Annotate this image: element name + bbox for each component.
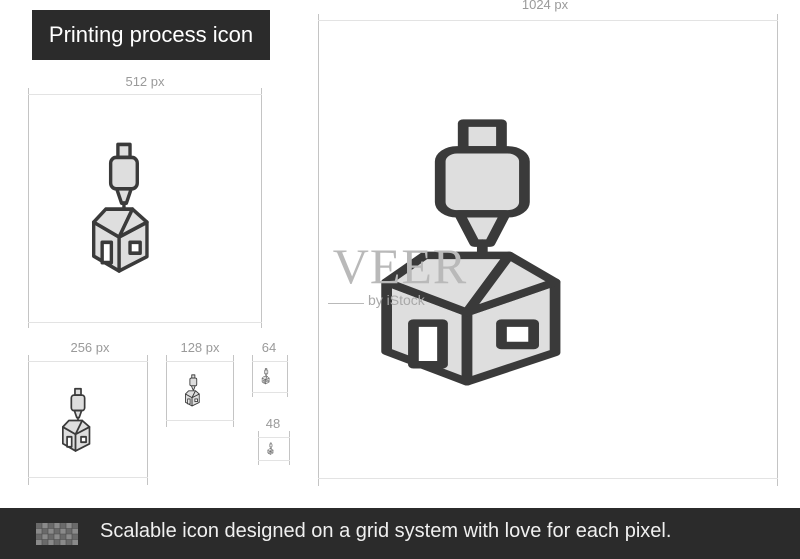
frame-48-top-line [258, 437, 290, 438]
frame-1024 [318, 14, 778, 486]
frame-128 [166, 355, 234, 427]
printing-process-icon-256 [58, 363, 120, 475]
frame-128-top-line [166, 361, 234, 362]
frame-256-top-line [28, 361, 148, 362]
footer-bar: Scalable icon designed on a grid system … [0, 508, 800, 559]
frame-1024-top-line [318, 20, 778, 21]
size-label-128: 128 px [180, 340, 220, 355]
watermark-sub-row: by iStock [322, 292, 478, 312]
printing-process-icon-48 [267, 438, 279, 459]
printing-process-icon-512 [84, 92, 208, 320]
watermark-sub: by iStock [368, 292, 425, 308]
pixel-grid-icon [36, 523, 78, 545]
frame-64 [252, 355, 288, 397]
frame-64-bottom-line [252, 392, 288, 393]
frame-512-top-line [28, 94, 262, 95]
size-label-1024: 1024 px [521, 0, 569, 12]
frame-256-bottom-line [28, 477, 148, 478]
frame-64-top-line [252, 361, 288, 362]
size-label-48: 48 [265, 416, 281, 431]
size-label-256: 256 px [70, 340, 110, 355]
frame-48-bottom-line [258, 460, 290, 461]
printing-process-icon-128 [183, 362, 215, 418]
footer-tagline: Scalable icon designed on a grid system … [100, 520, 672, 542]
frame-512-bottom-line [28, 322, 262, 323]
frame-256 [28, 355, 148, 485]
watermark-brand: VEER [332, 238, 468, 294]
watermark: VEER by iStock [322, 240, 478, 312]
icon-title: Printing process icon [32, 10, 270, 60]
frame-1024-bottom-line [318, 478, 778, 479]
size-label-64: 64 [261, 340, 277, 355]
watermark-rule [328, 303, 364, 304]
frame-48 [258, 431, 290, 465]
frame-128-bottom-line [166, 420, 234, 421]
frame-512 [28, 88, 262, 328]
printing-process-icon-64 [261, 362, 277, 390]
size-label-512: 512 px [125, 74, 165, 89]
